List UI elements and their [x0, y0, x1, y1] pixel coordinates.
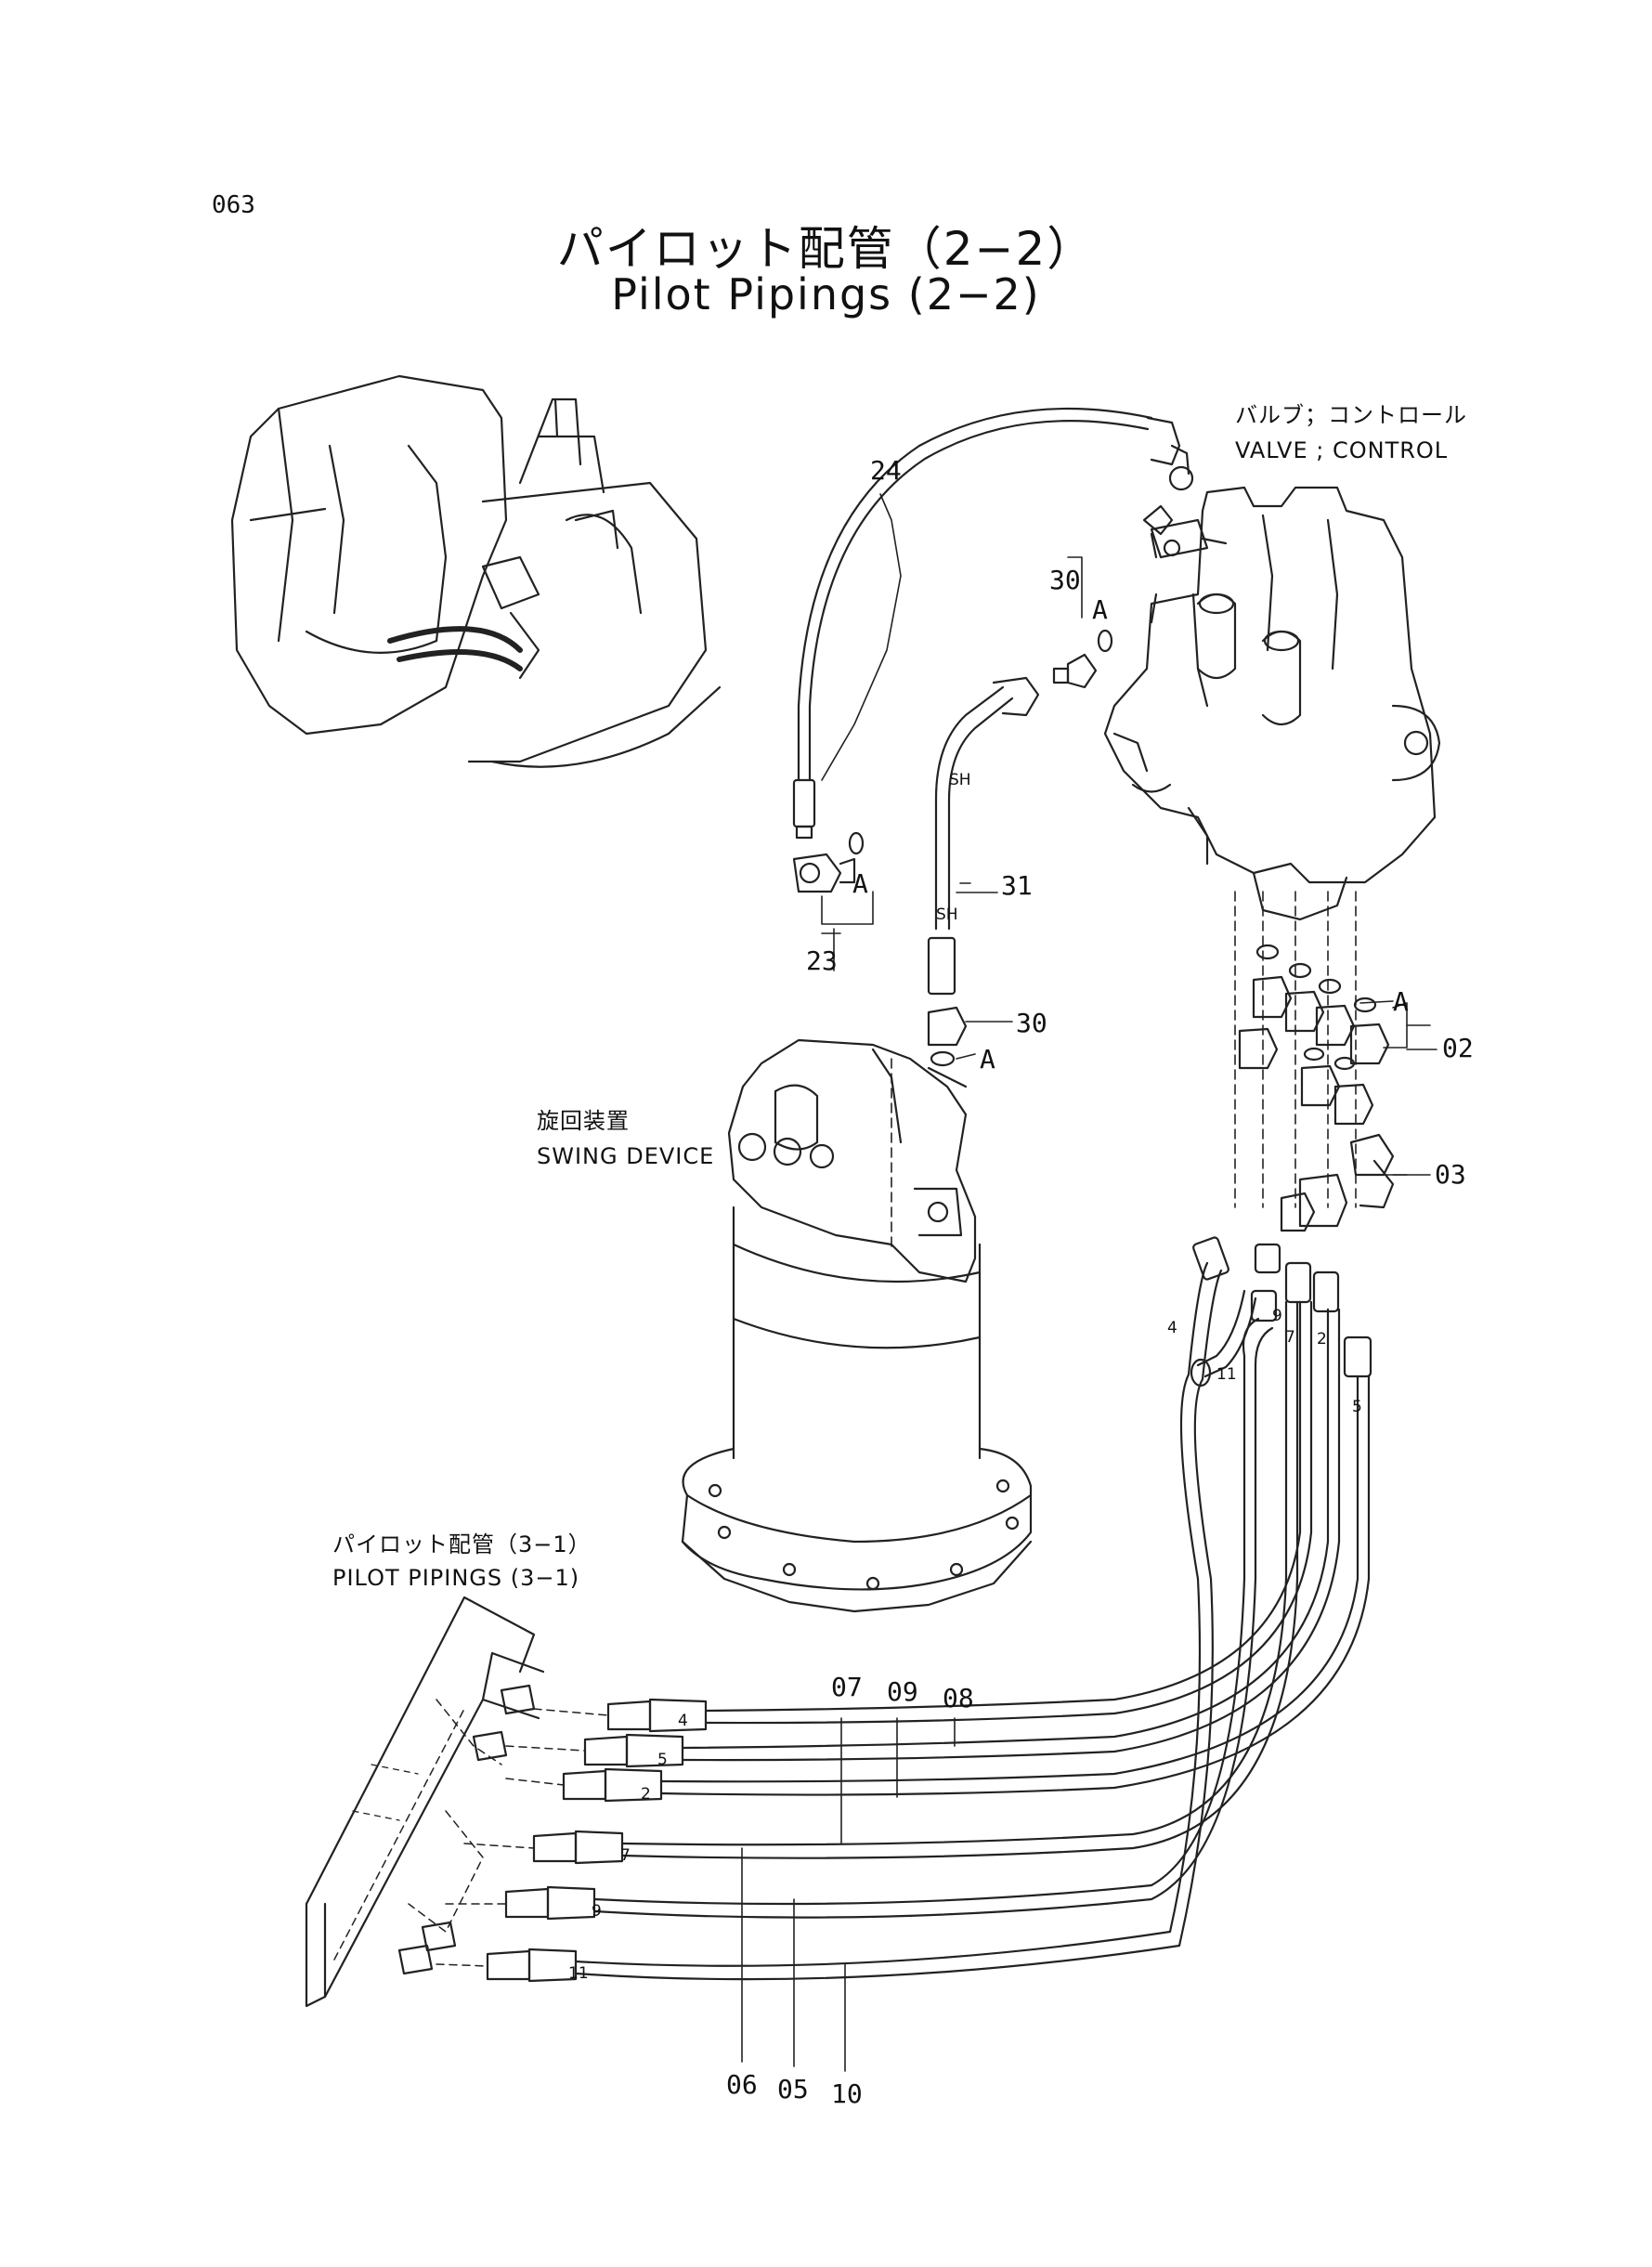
label-a-3: A [980, 1044, 995, 1075]
callout-03: 03 [1435, 1159, 1466, 1190]
hose-mark-2-right: 2 [1317, 1330, 1327, 1348]
label-a-4: A [1393, 986, 1409, 1017]
hose-mark-7-left: 7 [620, 1846, 631, 1865]
swing-device-drawing [681, 1038, 1033, 1613]
hose-mark-4-right: 4 [1167, 1319, 1177, 1337]
label-a-1: A [1092, 594, 1108, 625]
pilot-hose-bundle [574, 1236, 1372, 1981]
callout-02: 02 [1442, 1033, 1474, 1063]
callout-06: 06 [726, 2069, 758, 2100]
hose-24 [792, 407, 1194, 840]
hose-mark-2-left: 2 [641, 1785, 651, 1804]
adapters-02-03 [1238, 944, 1431, 1232]
elbow-23 [792, 831, 874, 925]
callout-24: 24 [870, 455, 902, 486]
hose-mark-5-left: 5 [657, 1751, 668, 1769]
hose-mark-5-right: 5 [1352, 1398, 1362, 1416]
callout-05: 05 [777, 2074, 809, 2104]
callout-09: 09 [887, 1676, 918, 1707]
hose-mark-7-right: 7 [1285, 1328, 1295, 1347]
swing-device-label-en: SWING DEVICE [537, 1143, 715, 1169]
shield-mark-2: SH [936, 905, 958, 924]
callout-30-top: 30 [1049, 565, 1081, 595]
hose-31 [927, 556, 1113, 996]
hose-mark-11-left: 11 [568, 1964, 589, 1983]
callout-08: 08 [943, 1683, 974, 1713]
hose-mark-9-right: 9 [1272, 1307, 1282, 1325]
shield-mark-1: SH [949, 771, 971, 789]
hose-mark-4-left: 4 [678, 1712, 688, 1730]
left-hose-ferrules [486, 1698, 708, 1983]
callout-10: 10 [831, 2078, 863, 2109]
callout-23: 23 [806, 945, 838, 976]
valve-label-jp: バルブ；コントロール [1235, 402, 1467, 428]
page-title-en: Pilot Pipings (2−2) [611, 269, 1041, 319]
callout-leaders [741, 493, 1437, 2072]
excavator-overview-drawing [230, 374, 722, 768]
swing-device-label-jp: 旋回装置 [537, 1108, 630, 1134]
pilot-pipings-ref-label-jp: パイロット配管（3−1） [332, 1531, 592, 1557]
fitting-30-mid [927, 1006, 1013, 1067]
pilot-pipings-ref-label-en: PILOT PIPINGS (3−1) [332, 1565, 580, 1591]
valve-label-en: VALVE ; CONTROL [1235, 437, 1449, 463]
callout-31: 31 [1001, 870, 1033, 901]
page-title-jp: パイロット配管（2−2） [556, 222, 1096, 276]
callout-30-mid: 30 [1016, 1008, 1047, 1038]
page-number: 063 [212, 191, 255, 219]
label-a-2: A [852, 868, 868, 899]
hose-mark-11-right: 11 [1216, 1365, 1237, 1384]
pilot-valve-bracket-drawing [305, 1596, 609, 2008]
control-valve-drawing [1103, 486, 1441, 1208]
callout-07: 07 [831, 1672, 863, 1702]
hose-mark-9-left: 9 [592, 1902, 602, 1921]
